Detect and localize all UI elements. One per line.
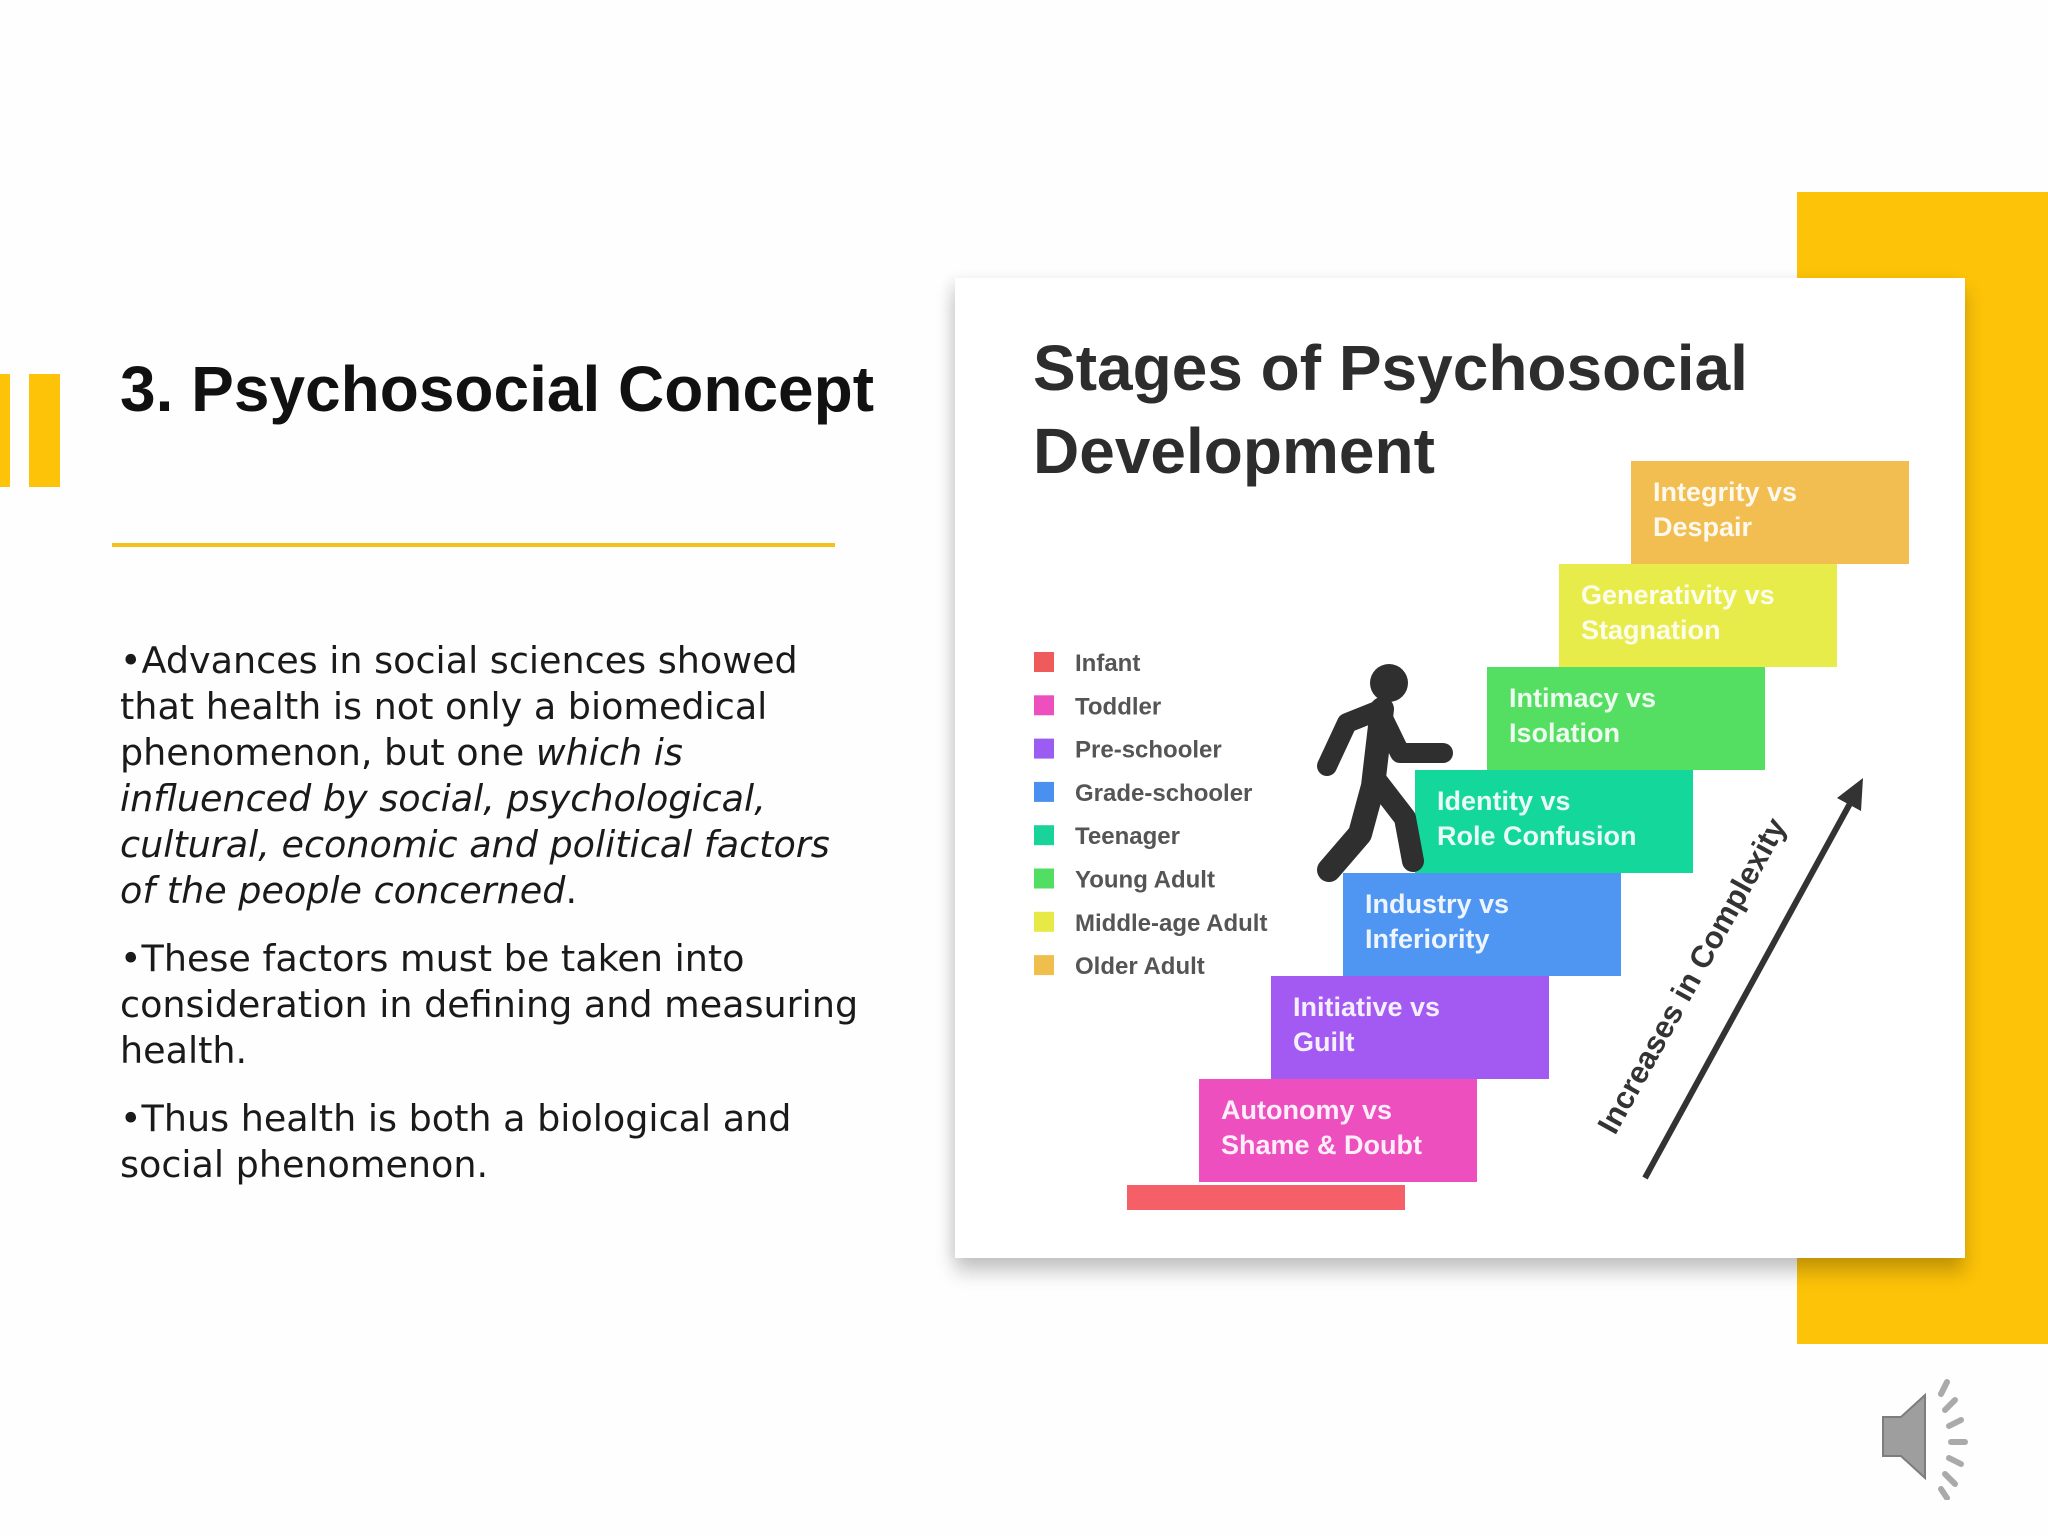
legend-label: Young Adult [1075, 867, 1215, 894]
stair-label-line-2: Role Confusion [1437, 821, 1636, 851]
legend-swatch [1034, 868, 1054, 889]
stair-step [1199, 1079, 1477, 1182]
legend-label: Infant [1075, 650, 1140, 677]
bullet-3-text: •Thus health is both a biological and so… [120, 1097, 792, 1186]
stair-label-line-2: Shame & Doubt [1221, 1130, 1422, 1160]
stair-label-line-1: Initiative vs [1293, 992, 1440, 1022]
stair-label-line-1: Intimacy vs [1509, 683, 1656, 713]
title-underline [112, 543, 835, 547]
legend-swatch [1034, 781, 1054, 802]
infographic-title-line-2: Development [1033, 415, 1435, 487]
stair-label-line-2: Isolation [1509, 718, 1620, 748]
stair-label-line-1: Autonomy vs [1221, 1095, 1392, 1125]
stair-step [1127, 1185, 1405, 1210]
stair-label-line-1: Integrity vs [1653, 477, 1797, 507]
stairs: Autonomy vs Shame & Doubt Initiative vs Gui… [1127, 461, 1909, 1210]
legend-swatch [1034, 955, 1054, 976]
stair-label-line-1: Industry vs [1365, 889, 1509, 919]
stair-label-line-2: Inferiority [1365, 924, 1490, 954]
stair-step [1559, 564, 1837, 667]
slide-title: 3. Psychosocial Concept [120, 353, 875, 425]
slide-body: •Advances in social sciences showed that… [120, 638, 860, 1210]
bullet-1: •Advances in social sciences showed that… [120, 638, 860, 914]
stair-step [1487, 667, 1765, 770]
legend-label: Older Adult [1075, 953, 1205, 980]
up-right-arrow-icon [1642, 778, 1863, 1180]
stair-step [1271, 976, 1549, 1079]
infographic-title-line-1: Stages of Psychosocial [1033, 332, 1748, 404]
legend: InfantToddlerPre-schoolerGrade-schoolerT… [1034, 650, 1267, 980]
legend-swatch [1034, 738, 1054, 759]
stair-step [1343, 873, 1621, 976]
accent-bar-wide [29, 374, 60, 487]
stair-step [1631, 461, 1909, 564]
legend-swatch [1034, 825, 1054, 846]
stair-label-line-2: Guilt [1293, 1027, 1355, 1057]
infographic-svg: Stages of Psychosocial Development Infan… [1033, 332, 1909, 1210]
stair-label-line-2: Despair [1653, 512, 1753, 542]
legend-label: Pre-schooler [1075, 737, 1222, 764]
legend-swatch [1034, 652, 1054, 672]
legend-label: Teenager [1075, 823, 1180, 850]
bullet-1-text: •Advances in social sciences showed that… [120, 639, 798, 774]
infographic-image[interactable]: Stages of Psychosocial Development Infan… [955, 278, 1965, 1258]
bullet-2-text: •These factors must be taken into consid… [120, 937, 859, 1072]
legend-label: Grade-schooler [1075, 780, 1252, 807]
accent-bar-thin [0, 374, 10, 487]
legend-swatch [1034, 695, 1054, 716]
speaker-icon[interactable] [1875, 1370, 1980, 1505]
bullet-3: •Thus health is both a biological and so… [120, 1096, 860, 1188]
bullet-1-italic-text: which is influenced by social, psycholog… [120, 731, 830, 912]
bullet-1-end: . [565, 869, 578, 912]
walking-person-icon [1317, 664, 1453, 882]
legend-label: Middle-age Adult [1075, 910, 1267, 937]
stair-label-line-1: Identity vs [1437, 786, 1571, 816]
legend-swatch [1034, 911, 1054, 932]
stair-label-line-1: Generativity vs [1581, 580, 1775, 610]
accent-bars [0, 374, 60, 487]
legend-label: Toddler [1075, 693, 1161, 720]
stair-label-line-2: Stagnation [1581, 615, 1721, 645]
bullet-2: •These factors must be taken into consid… [120, 936, 860, 1074]
stair-step [1415, 770, 1693, 873]
